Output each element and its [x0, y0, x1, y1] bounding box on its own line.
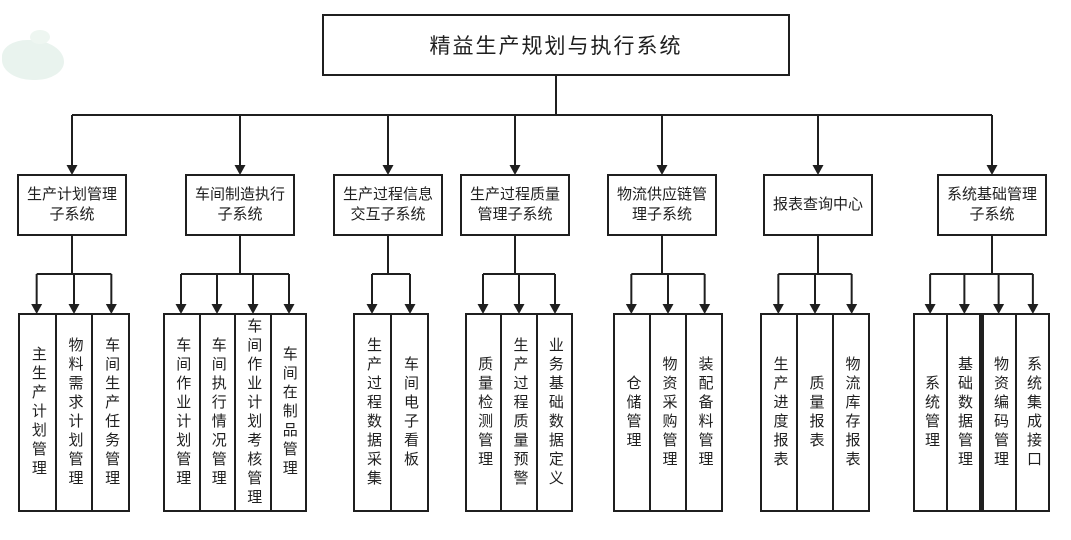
subsystem-label-line: 理子系统 — [631, 207, 692, 223]
subsystem-label-line: 生产过程质量 — [469, 187, 560, 203]
leaf-node: 物资编码管理 — [979, 315, 1015, 510]
leaf-node: 生产过程数据采集 — [355, 315, 390, 510]
subsystem-label-line: 生产过程信息 — [342, 187, 433, 203]
leaf-node: 系统管理 — [915, 315, 946, 510]
leaf-node: 业务基础数据定义 — [535, 315, 571, 510]
leaf-label: 物料需求计划管理 — [66, 336, 83, 489]
subsystem-node: 生产过程信息交互子系统 — [333, 174, 443, 236]
subsystem-node: 生产过程质量管理子系统 — [460, 174, 570, 236]
subsystem-node: 系统基础管理子系统 — [937, 174, 1047, 236]
subsystem-node: 物流供应链管理子系统 — [607, 174, 717, 236]
leaf-label: 生产过程数据采集 — [365, 336, 381, 489]
leaf-label: 仓储管理 — [624, 374, 641, 451]
leaf-cluster: 主生产计划管理 物料需求计划管理 车间生产任务管理 — [18, 313, 130, 512]
subsystem-label-line: 交互子系统 — [350, 207, 426, 223]
subsystem-label-line: 子系统 — [969, 207, 1015, 223]
leaf-node: 质量报表 — [796, 315, 832, 510]
leaf-label: 物资编码管理 — [992, 355, 1008, 470]
leaf-label: 车间在制品管理 — [280, 346, 297, 479]
leaf-label: 系统管理 — [923, 374, 939, 451]
leaf-cluster: 质量检测管理 生产过程质量预警 业务基础数据定义 — [465, 313, 573, 512]
leaf-node: 装配备料管理 — [685, 315, 721, 510]
leaf-node: 仓储管理 — [615, 315, 649, 510]
leaf-node: 主生产计划管理 — [20, 315, 55, 510]
leaf-label: 质量报表 — [807, 374, 824, 451]
leaf-node: 基础数据管理 — [946, 315, 979, 510]
subsystem-node: 车间制造执行子系统 — [185, 174, 295, 236]
leaf-node: 车间作业计划管理 — [165, 315, 199, 510]
leaf-label: 生产过程质量预警 — [511, 336, 528, 489]
leaf-cluster: 生产进度报表 质量报表 物流库存报表 — [760, 313, 870, 512]
leaf-cluster: 仓储管理 物资采购管理 装配备料管理 — [613, 313, 723, 512]
leaf-node: 质量检测管理 — [467, 315, 500, 510]
leaf-label: 车间生产任务管理 — [103, 336, 120, 489]
leaf-label: 车间作业计划考核管理 — [245, 317, 262, 508]
subsystem-label-line: 子系统 — [217, 207, 263, 223]
leaf-label: 车间电子看板 — [402, 355, 418, 470]
subsystem-label-line: 子系统 — [49, 207, 95, 223]
leaf-node: 系统集成接口 — [1015, 315, 1048, 510]
leaf-label: 物流库存报表 — [843, 355, 860, 470]
leaf-node: 车间执行情况管理 — [198, 315, 235, 510]
root-node: 精益生产规划与执行系统 — [322, 14, 790, 76]
leaf-node: 车间作业计划考核管理 — [234, 315, 270, 510]
leaf-label: 物资采购管理 — [660, 355, 677, 470]
subsystem-label-line: 物流供应链管 — [616, 187, 707, 203]
subsystem-label-line: 车间制造执行 — [194, 187, 285, 203]
leaf-label: 系统集成接口 — [1025, 355, 1041, 470]
leaf-label: 基础数据管理 — [956, 355, 972, 470]
leaf-node: 物流库存报表 — [832, 315, 868, 510]
leaf-label: 装配备料管理 — [696, 355, 713, 470]
leaf-label: 主生产计划管理 — [29, 346, 46, 479]
leaf-cluster: 系统管理 基础数据管理 物资编码管理 系统集成接口 — [913, 313, 1050, 512]
subsystem-label-line: 管理子系统 — [477, 207, 553, 223]
subsystem-node: 生产计划管理子系统 — [17, 174, 127, 236]
leaf-label: 业务基础数据定义 — [546, 336, 563, 489]
leaf-node: 物料需求计划管理 — [54, 315, 92, 510]
leaf-label: 生产进度报表 — [771, 355, 788, 470]
leaf-label: 车间执行情况管理 — [209, 336, 226, 489]
leaf-node: 物资采购管理 — [649, 315, 685, 510]
leaf-label: 质量检测管理 — [476, 355, 493, 470]
subsystem-label-line: 生产计划管理 — [26, 187, 117, 203]
leaf-node: 车间电子看板 — [390, 315, 427, 510]
leaf-node: 生产过程质量预警 — [500, 315, 535, 510]
subsystem-label-line: 系统基础管理 — [946, 187, 1037, 203]
leaf-node: 车间在制品管理 — [269, 315, 306, 510]
subsystem-node: 报表查询中心 — [763, 174, 873, 236]
subsystem-label-line: 报表查询中心 — [772, 197, 863, 213]
leaf-cluster: 车间作业计划管理 车间执行情况管理 车间作业计划考核管理 车间在制品管理 — [163, 313, 307, 512]
leaf-node: 车间生产任务管理 — [91, 315, 128, 510]
leaf-cluster: 生产过程数据采集 车间电子看板 — [353, 313, 429, 512]
leaf-label: 车间作业计划管理 — [174, 336, 191, 489]
leaf-node: 生产进度报表 — [762, 315, 796, 510]
